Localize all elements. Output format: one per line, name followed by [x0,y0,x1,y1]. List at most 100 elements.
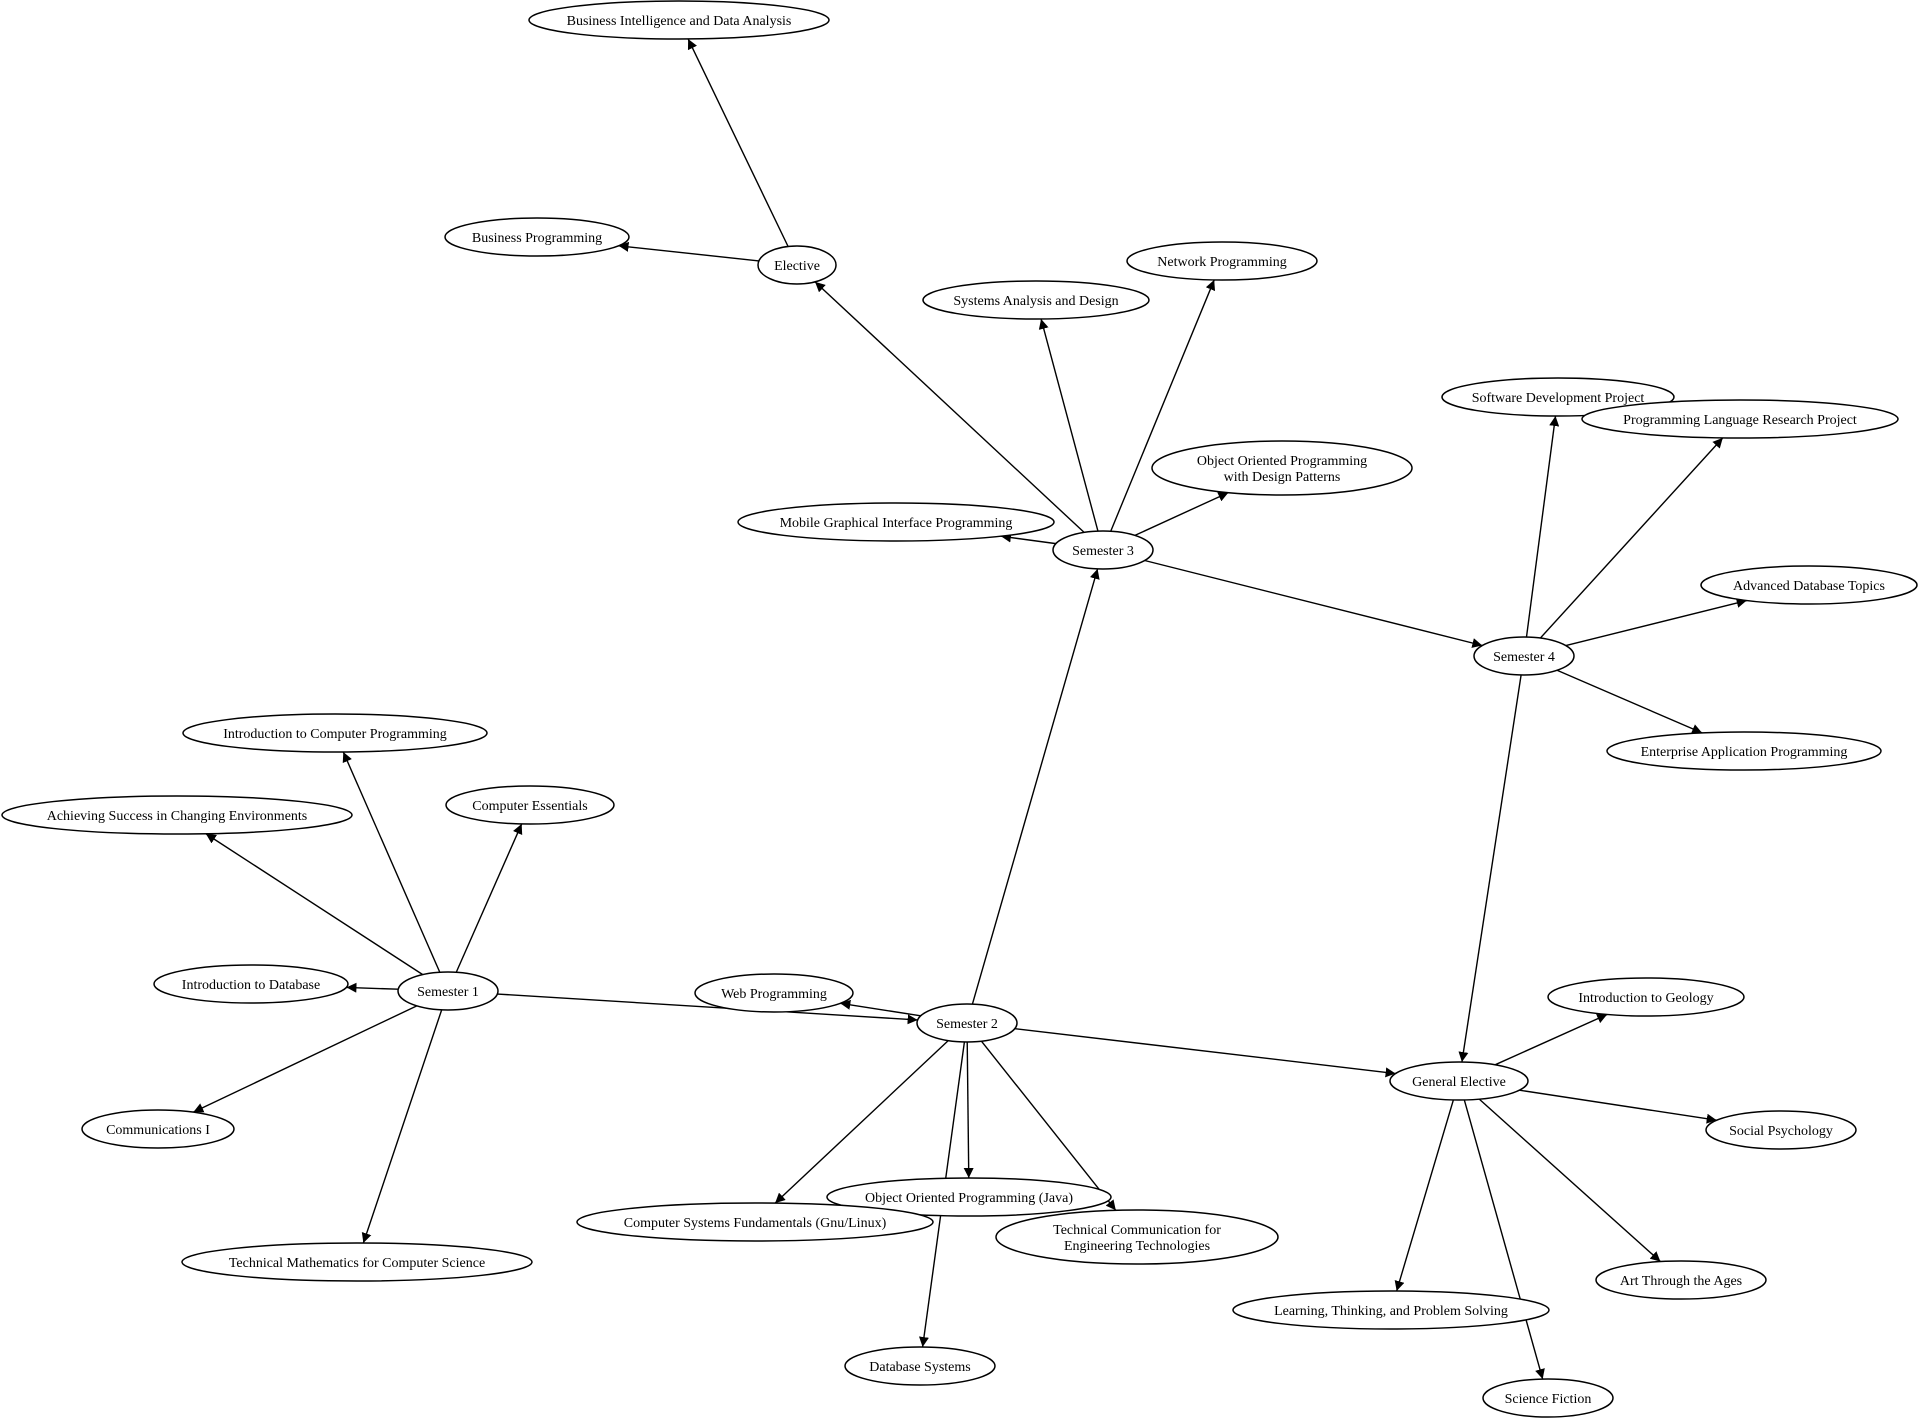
node-ellipse [1705,1110,1857,1150]
edge-sem2-to-ge [1014,1027,1396,1078]
node-ellipse [826,1177,1112,1217]
edge-ge-to-scifi [1463,1099,1545,1380]
node-ata[interactable]: Art Through the Ages [1595,1260,1767,1300]
node-ellipse [1389,1061,1529,1101]
node-ge[interactable]: General Elective [1389,1061,1529,1101]
edge-sem2-to-oopj [963,1041,974,1179]
node-ellipse [1232,1290,1550,1330]
node-ellipse [444,217,630,257]
edge-ge-to-igeo [1494,1013,1608,1066]
node-eap[interactable]: Enterprise Application Programming [1606,731,1882,771]
node-label: with Design Patterns [1224,470,1341,485]
edge-sem3-to-sad [1038,318,1099,532]
node-igeo[interactable]: Introduction to Geology [1547,977,1745,1017]
edge-sem1-to-comm1 [193,1005,418,1113]
node-label: Semester 2 [936,1017,998,1032]
node-ellipse [1052,530,1154,570]
node-sem1[interactable]: Semester 1 [397,971,499,1011]
edge-elective-to-bi [687,38,789,247]
node-sem2[interactable]: Semester 2 [916,1003,1018,1043]
node-ellipse [737,502,1055,542]
edge-sem2-to-sem3 [971,568,1100,1005]
node-csf[interactable]: Computer Systems Fundamentals (Gnu/Linux… [576,1202,934,1242]
node-label: Object Oriented Programming [1197,454,1367,469]
node-mgip[interactable]: Mobile Graphical Interface Programming [737,502,1055,542]
node-label: Technical Communication for [1053,1223,1221,1238]
node-ellipse [1606,731,1882,771]
edge-sem1-to-tmcs [361,1009,443,1244]
node-ellipse [757,245,837,285]
node-plrp[interactable]: Programming Language Research Project [1581,399,1899,439]
node-ce[interactable]: Computer Essentials [445,785,615,825]
node-ellipse [153,964,349,1004]
node-ltps[interactable]: Learning, Thinking, and Problem Solving [1232,1290,1550,1330]
node-bp[interactable]: Business Programming [444,217,630,257]
node-label: Business Intelligence and Data Analysis [567,14,792,29]
edge-sem3-to-netprog [1110,279,1216,532]
edge-sem4-to-plrp [1539,437,1724,639]
node-ellipse [1151,440,1413,496]
node-oopj[interactable]: Object Oriented Programming (Java) [826,1177,1112,1217]
node-ellipse [844,1346,996,1386]
node-ascE[interactable]: Achieving Success in Changing Environmen… [1,795,353,835]
edge-sem4-to-eap [1556,669,1703,734]
edge-sem1-to-ascE [205,833,424,976]
node-label: Art Through the Ages [1620,1274,1742,1289]
node-icp[interactable]: Introduction to Computer Programming [182,713,488,753]
node-netprog[interactable]: Network Programming [1126,241,1318,281]
node-label: Communications I [106,1123,210,1138]
node-sem3[interactable]: Semester 3 [1052,530,1154,570]
node-ellipse [1482,1378,1614,1418]
edge-ge-to-ltps [1394,1099,1455,1292]
node-label: Social Psychology [1729,1124,1833,1139]
node-label: Computer Systems Fundamentals (Gnu/Linux… [624,1216,887,1231]
node-label: Advanced Database Topics [1733,579,1885,594]
edge-sem2-to-tcet [980,1040,1117,1211]
node-label: Mobile Graphical Interface Programming [780,516,1013,531]
node-tmcs[interactable]: Technical Mathematics for Computer Scien… [181,1242,533,1282]
node-dbs[interactable]: Database Systems [844,1346,996,1386]
node-ellipse [1581,399,1899,439]
node-ellipse [1,795,353,835]
node-ellipse [81,1109,235,1149]
edge-sem2-to-webprog [840,999,921,1017]
edge-sem4-to-adt [1565,598,1747,647]
node-ellipse [1547,977,1745,1017]
node-label: Software Development Project [1472,391,1645,406]
node-ellipse [445,785,615,825]
node-sem4[interactable]: Semester 4 [1473,636,1575,676]
edge-sem3-to-sem4 [1144,559,1483,648]
node-label: Network Programming [1157,255,1286,270]
node-label: Technical Mathematics for Computer Scien… [229,1256,485,1271]
node-label: Elective [774,259,820,274]
node-label: Semester 4 [1493,650,1555,665]
node-label: General Elective [1412,1075,1506,1090]
node-bi[interactable]: Business Intelligence and Data Analysis [528,0,830,40]
node-scifi[interactable]: Science Fiction [1482,1378,1614,1418]
node-label: Introduction to Computer Programming [223,727,447,742]
node-ellipse [995,1209,1279,1265]
edge-sem3-to-mgip [1000,532,1056,545]
node-label: Introduction to Database [182,978,320,993]
node-ellipse [182,713,488,753]
node-label: Database Systems [869,1360,970,1375]
node-label: Achieving Success in Changing Environmen… [47,809,308,824]
node-label: Science Fiction [1505,1392,1592,1407]
node-comm1[interactable]: Communications I [81,1109,235,1149]
node-ellipse [1126,241,1318,281]
node-elective[interactable]: Elective [757,245,837,285]
edge-sem2-to-csf [774,1040,949,1204]
node-label: Computer Essentials [472,799,588,814]
node-ellipse [528,0,830,40]
node-sad[interactable]: Systems Analysis and Design [922,280,1150,320]
node-ellipse [576,1202,934,1242]
node-webprog[interactable]: Web Programming [694,973,854,1013]
node-label: Introduction to Geology [1578,991,1713,1006]
node-adt[interactable]: Advanced Database Topics [1700,565,1918,605]
node-socpsy[interactable]: Social Psychology [1705,1110,1857,1150]
node-idb[interactable]: Introduction to Database [153,964,349,1004]
